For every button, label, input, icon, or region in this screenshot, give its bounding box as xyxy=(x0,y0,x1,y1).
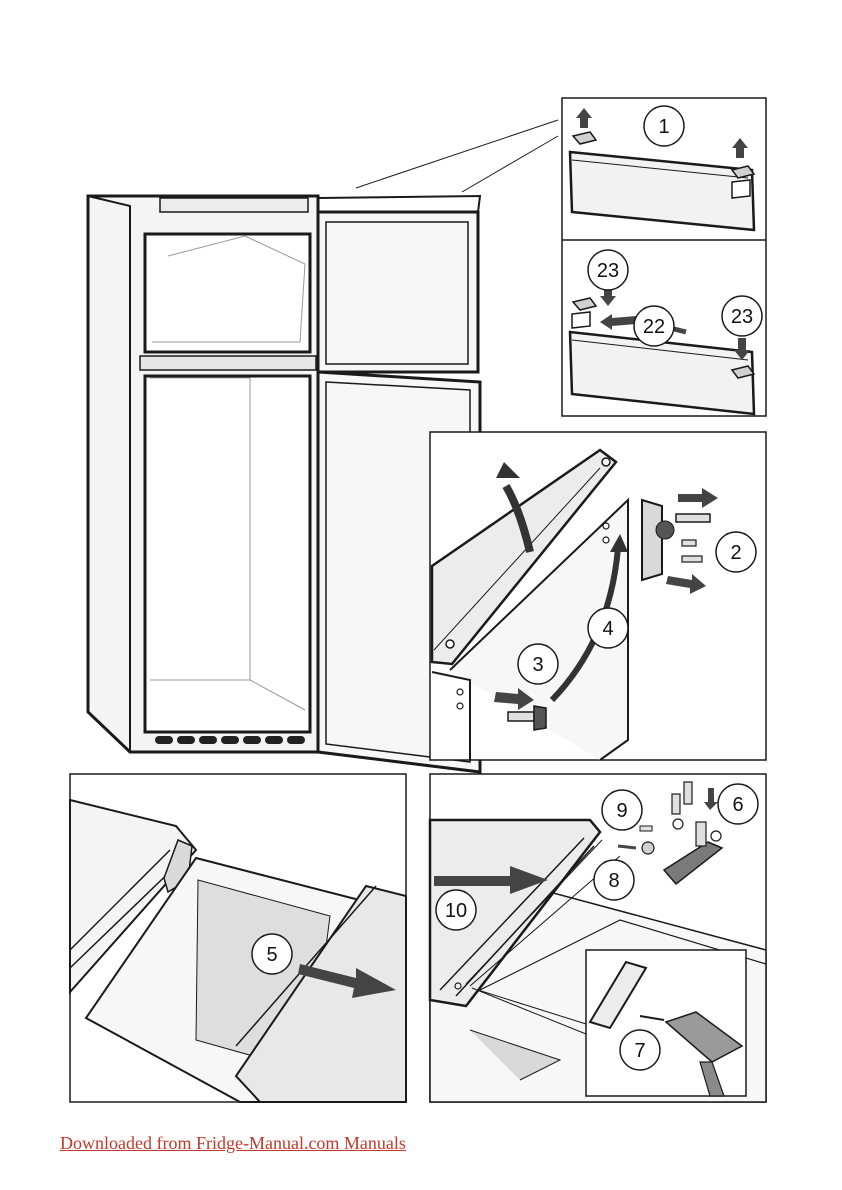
step-8-label: 8 xyxy=(608,870,619,892)
step-10-label: 10 xyxy=(445,900,467,922)
step-5-label: 5 xyxy=(266,944,277,966)
step-23a-label: 23 xyxy=(597,260,619,282)
inset-top-hinge-caps xyxy=(562,98,766,416)
step-22-label: 22 xyxy=(643,316,665,338)
step-23b-label: 23 xyxy=(731,306,753,328)
step-1-label: 1 xyxy=(658,116,669,138)
step-3-label: 3 xyxy=(532,654,543,676)
step-9-label: 9 xyxy=(616,800,627,822)
step-2-label: 2 xyxy=(730,542,741,564)
step-6-label: 6 xyxy=(732,794,743,816)
step-7-label: 7 xyxy=(634,1040,645,1062)
inset-door-slide xyxy=(70,774,406,1102)
inset-middle-hinge xyxy=(430,432,766,760)
download-source-link[interactable]: Downloaded from Fridge-Manual.com Manual… xyxy=(60,1133,406,1154)
step-4-label: 4 xyxy=(602,618,613,640)
inset-bottom-hinge xyxy=(430,774,766,1102)
